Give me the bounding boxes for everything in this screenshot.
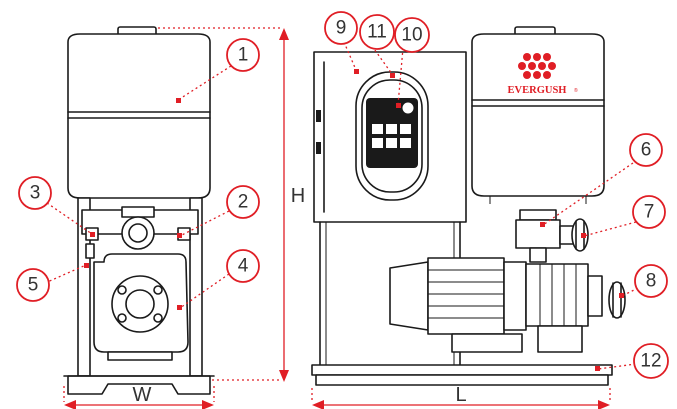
dimension-l-label: L	[455, 384, 466, 406]
callout-3: 3	[18, 176, 52, 210]
callout-12: 12	[633, 343, 669, 379]
callout-7: 7	[632, 195, 666, 229]
dimension-h: H	[158, 27, 305, 382]
callout-8: 8	[634, 264, 668, 298]
callout-2-label: 2	[238, 192, 249, 213]
base-side	[311, 364, 613, 386]
callout-12-label: 12	[640, 351, 661, 372]
callout-11-label: 11	[367, 22, 387, 43]
callout-7-label: 7	[644, 202, 655, 223]
manifold-side	[515, 209, 589, 263]
callout-11: 11	[359, 14, 395, 50]
callout-1: 1	[226, 38, 260, 72]
callout-10-label: 10	[401, 25, 422, 46]
callout-3-label: 3	[30, 183, 41, 204]
dimension-l: L	[311, 384, 611, 409]
evergush-logo	[518, 53, 556, 79]
callout-6: 6	[629, 133, 663, 167]
controller-panel	[355, 71, 429, 201]
callout-4-label: 4	[238, 256, 249, 277]
pressure-tank-side: EVERGUSH ®	[471, 26, 605, 204]
dimension-w: W	[63, 384, 215, 409]
callout-9-label: 9	[336, 18, 347, 39]
brand-mark: ®	[574, 87, 578, 94]
dimension-h-label: H	[291, 185, 305, 207]
base-front	[63, 375, 215, 395]
callout-5-label: 5	[28, 275, 39, 296]
front-view	[63, 26, 215, 395]
pump-body-front	[93, 253, 189, 361]
callout-9: 9	[324, 11, 358, 45]
callout-8-label: 8	[646, 271, 657, 292]
leader-lines	[44, 41, 639, 371]
brand-name: EVERGUSH	[508, 85, 567, 96]
dimension-w-label: W	[133, 384, 152, 406]
callout-10: 10	[394, 17, 430, 53]
manifold-front	[81, 206, 199, 250]
pump-motor-side	[389, 257, 626, 353]
callout-5: 5	[16, 268, 50, 302]
pressure-tank-front	[67, 26, 211, 208]
side-view: EVERGUSH ®	[311, 26, 626, 386]
callout-2: 2	[226, 185, 260, 219]
callout-4: 4	[226, 249, 260, 283]
callout-1-label: 1	[238, 45, 249, 66]
callout-6-label: 6	[641, 140, 652, 161]
pressure-switch-front	[85, 243, 95, 259]
